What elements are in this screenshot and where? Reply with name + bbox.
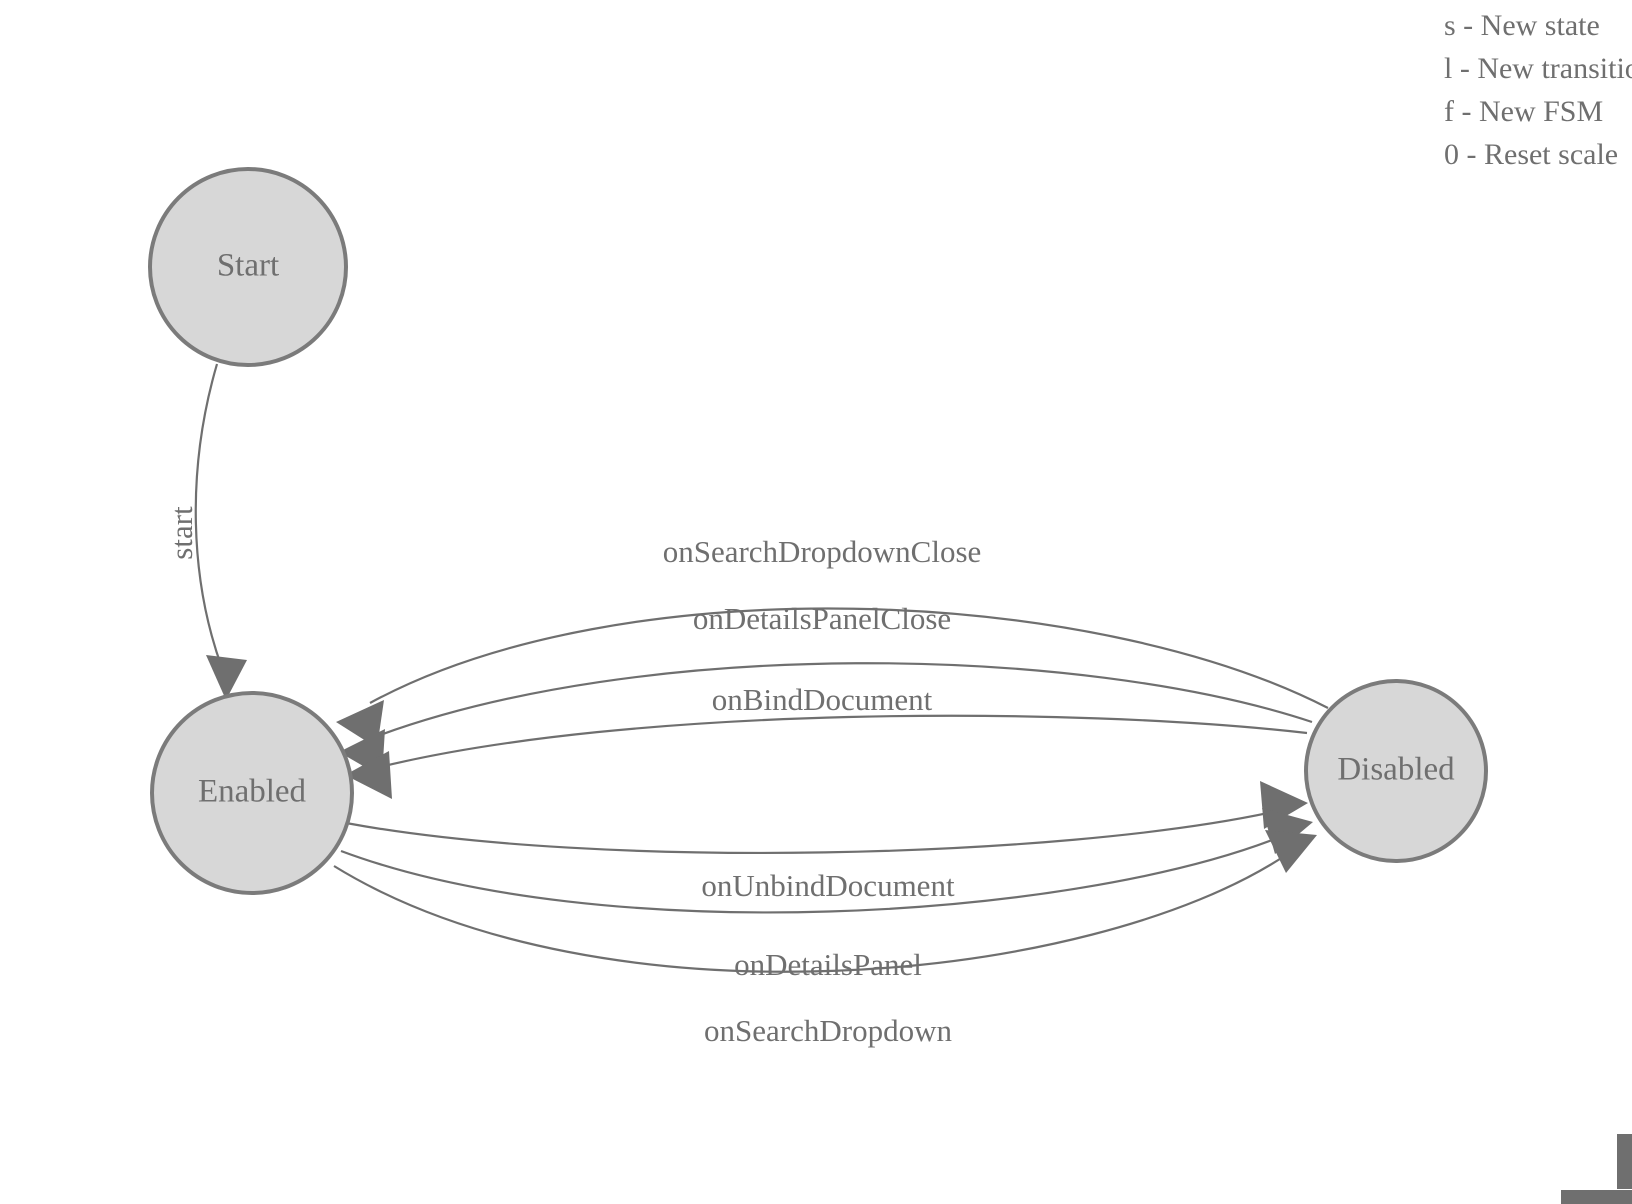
transition-onunbinddocument[interactable]: onUnbindDocument	[345, 781, 1308, 903]
state-node-disabled[interactable]: Disabled	[1304, 679, 1488, 863]
transition-start-label: start	[164, 506, 199, 560]
legend-item-new-fsm: f - New FSM	[1444, 95, 1604, 128]
transition-ondetailspanel[interactable]: onDetailsPanel	[340, 808, 1313, 982]
transition-onbinddocument-arrowhead	[345, 751, 392, 799]
transition-ondetailspanel-label: onDetailsPanel	[734, 947, 922, 982]
transition-onbinddocument[interactable]: onBindDocument	[345, 682, 1308, 799]
state-node-disabled-label: Disabled	[1337, 752, 1455, 788]
transition-onsearchdropdown-path[interactable]	[333, 854, 1287, 973]
transition-onsearchdropdownclose-label: onSearchDropdownClose	[663, 534, 982, 569]
transition-onsearchdropdownclose-path[interactable]	[369, 607, 1329, 709]
state-node-start-label: Start	[217, 248, 279, 284]
transition-onunbinddocument-label: onUnbindDocument	[701, 868, 955, 903]
transition-onsearchdropdown-label: onSearchDropdown	[704, 1013, 952, 1048]
transition-start[interactable]: start	[164, 363, 247, 700]
transition-ondetailspanelclose[interactable]: onDetailsPanelClose	[339, 601, 1313, 777]
vertical-scrollbar[interactable]	[1617, 1134, 1632, 1189]
transition-onsearchdropdownclose[interactable]: onSearchDropdownClose	[336, 534, 1329, 748]
state-node-disabled-circle[interactable]	[1304, 679, 1488, 863]
transition-onsearchdropdown[interactable]: onSearchDropdown	[333, 830, 1317, 1048]
transition-onbinddocument-label: onBindDocument	[712, 682, 933, 717]
transition-ondetailspanel-path[interactable]	[340, 835, 1281, 914]
transition-onbinddocument-path[interactable]	[379, 714, 1308, 769]
legend-item-new-transition: l - New transition	[1444, 52, 1632, 85]
transition-onsearchdropdown-arrowhead	[1265, 830, 1317, 873]
transition-onunbinddocument-path[interactable]	[345, 810, 1274, 854]
state-node-start[interactable]: Start	[148, 167, 348, 367]
legend-item-reset-scale: 0 - Reset scale	[1444, 138, 1619, 171]
state-node-enabled-label: Enabled	[198, 774, 307, 810]
state-node-start-circle[interactable]	[148, 167, 348, 367]
horizontal-scrollbar[interactable]	[1561, 1190, 1632, 1204]
legend-item-new-state: s - New state	[1444, 9, 1600, 42]
transition-start-arrowhead	[206, 655, 247, 700]
state-node-enabled-circle[interactable]	[150, 691, 354, 895]
transition-ondetailspanelclose-path[interactable]	[371, 662, 1313, 740]
transition-start-path[interactable]	[194, 363, 224, 669]
state-node-enabled[interactable]: Enabled	[150, 691, 354, 895]
transition-ondetailspanelclose-label: onDetailsPanelClose	[693, 601, 951, 636]
keyboard-shortcut-legend: s - New state l - New transition f - New…	[1427, 0, 1632, 176]
